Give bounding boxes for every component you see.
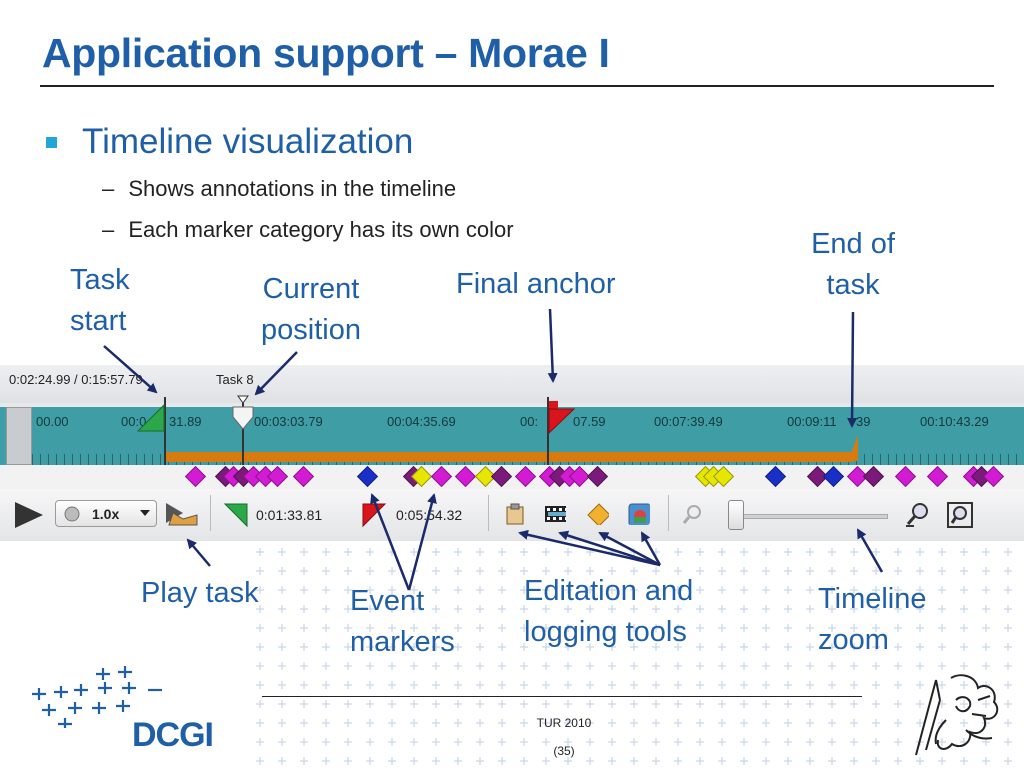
label-editation-tools-2: logging tools bbox=[524, 616, 687, 648]
label-current-position-1: Current bbox=[262, 273, 360, 305]
play-icon[interactable] bbox=[12, 500, 46, 530]
arrow-end-of-task bbox=[847, 311, 858, 428]
tick-label: 00: bbox=[520, 414, 539, 429]
speed-icon bbox=[64, 506, 80, 522]
task-segment-bar[interactable] bbox=[165, 452, 855, 462]
ctu-lion-logo-icon bbox=[915, 674, 999, 756]
zoom-slider-icon[interactable] bbox=[728, 500, 744, 530]
label-task-start: Task start bbox=[70, 260, 130, 342]
tick-label: 00:04:35.69 bbox=[387, 414, 456, 429]
timeline-toolbar: 1.0x 0:01:33.81 0:05:54.32 bbox=[0, 489, 1024, 541]
arrow-task-start bbox=[103, 345, 158, 394]
label-event-markers-2: markers bbox=[350, 626, 455, 658]
dcgi-logo-crosses-icon bbox=[32, 666, 162, 728]
arrow-event-markers-1 bbox=[370, 493, 411, 591]
tick-label: 39 bbox=[856, 414, 871, 429]
label-task-start-1: Task bbox=[70, 264, 130, 296]
background-plus-pattern bbox=[256, 548, 1012, 765]
sub-bullet-1-text: Shows annotations in the timeline bbox=[128, 176, 457, 201]
play-task-icon[interactable] bbox=[163, 501, 199, 529]
bullet-icon bbox=[46, 137, 57, 148]
main-bullet: Timeline visualization bbox=[82, 122, 414, 161]
tick-label: 00:09:11 bbox=[787, 414, 837, 429]
event-markers-row[interactable] bbox=[0, 465, 1024, 489]
tick-label: 00:0 bbox=[121, 414, 147, 429]
footer-divider bbox=[262, 696, 862, 697]
tick-label: 07.59 bbox=[573, 414, 606, 429]
footer-course: TUR 2010 bbox=[536, 716, 592, 730]
timeline-scroll-handle[interactable] bbox=[6, 407, 32, 465]
film-icon[interactable] bbox=[544, 503, 566, 525]
task-end-marker-icon bbox=[848, 435, 858, 461]
toolbar-separator bbox=[488, 495, 489, 531]
arrow-current-position bbox=[254, 351, 298, 396]
start-time-value: 0:01:33.81 bbox=[256, 507, 323, 523]
label-event-markers-1: Event bbox=[350, 585, 425, 617]
label-current-position-2: position bbox=[261, 314, 361, 346]
speed-value: 1.0x bbox=[92, 506, 120, 522]
current-time-readout: 0:02:24.99 / 0:15:57.79 bbox=[9, 372, 143, 387]
task-start-flag-icon[interactable] bbox=[136, 397, 168, 467]
tick-label: 00:07:39.49 bbox=[654, 414, 723, 429]
start-flag-icon[interactable] bbox=[223, 502, 249, 528]
arrow-final-anchor bbox=[547, 308, 558, 383]
title-divider bbox=[40, 85, 994, 87]
diamond-icon[interactable] bbox=[587, 503, 609, 525]
label-play-task: Play task bbox=[141, 577, 259, 609]
dcgi-logo: DCGI bbox=[132, 716, 214, 754]
arrow-timeline-zoom bbox=[856, 528, 884, 573]
clipboard-icon[interactable] bbox=[504, 503, 526, 525]
arrow-tools-1 bbox=[518, 529, 661, 567]
task-label: Task 8 bbox=[216, 372, 254, 387]
zoom-fit-icon[interactable] bbox=[946, 501, 974, 529]
label-editation-tools: Editation and logging tools bbox=[524, 571, 693, 653]
slide-title: Application support – Morae I bbox=[42, 30, 610, 76]
label-timeline-zoom-2: zoom bbox=[818, 624, 889, 656]
tick-label: 31.89 bbox=[169, 414, 202, 429]
arrow-tools-4 bbox=[640, 531, 662, 566]
speed-dropdown[interactable]: 1.0x bbox=[55, 500, 157, 527]
label-editation-tools-1: Editation and bbox=[524, 575, 694, 607]
label-final-anchor: Final anchor bbox=[456, 268, 616, 300]
label-end-of-task: End of task bbox=[800, 224, 906, 306]
label-timeline-zoom-1: Timeline bbox=[818, 583, 927, 615]
chevron-down-icon bbox=[140, 510, 150, 516]
label-task-start-2: start bbox=[70, 305, 127, 337]
toolbar-separator bbox=[668, 495, 669, 531]
final-anchor-flag-icon[interactable] bbox=[544, 397, 576, 467]
label-current-position: Current position bbox=[252, 269, 370, 351]
sub-bullet-2: – Each marker category has its own color bbox=[102, 217, 514, 242]
tick-label: 00:10:43.29 bbox=[920, 414, 989, 429]
current-position-marker-icon[interactable] bbox=[231, 395, 257, 467]
label-timeline-zoom: Timeline zoom bbox=[818, 579, 927, 661]
zoom-out-icon[interactable] bbox=[682, 503, 706, 527]
arrow-tools-2 bbox=[558, 530, 661, 567]
footer-page-number: (35) bbox=[553, 744, 575, 758]
toolbar-separator bbox=[210, 495, 211, 531]
label-end-of-task-2: task bbox=[826, 269, 880, 301]
sub-bullet-1: – Shows annotations in the timeline bbox=[102, 176, 457, 201]
snapshot-icon[interactable] bbox=[628, 503, 650, 525]
arrow-tools-3 bbox=[598, 531, 661, 567]
zoom-in-icon[interactable] bbox=[904, 501, 932, 529]
tick-label: 00.00 bbox=[36, 414, 69, 429]
tick-label: 00:03:03.79 bbox=[254, 414, 323, 429]
sub-bullet-2-text: Each marker category has its own color bbox=[128, 217, 514, 242]
label-event-markers: Event markers bbox=[350, 581, 455, 663]
arrow-event-markers-2 bbox=[407, 493, 437, 591]
label-end-of-task-1: End of bbox=[811, 228, 895, 260]
arrow-play-task bbox=[186, 538, 211, 567]
